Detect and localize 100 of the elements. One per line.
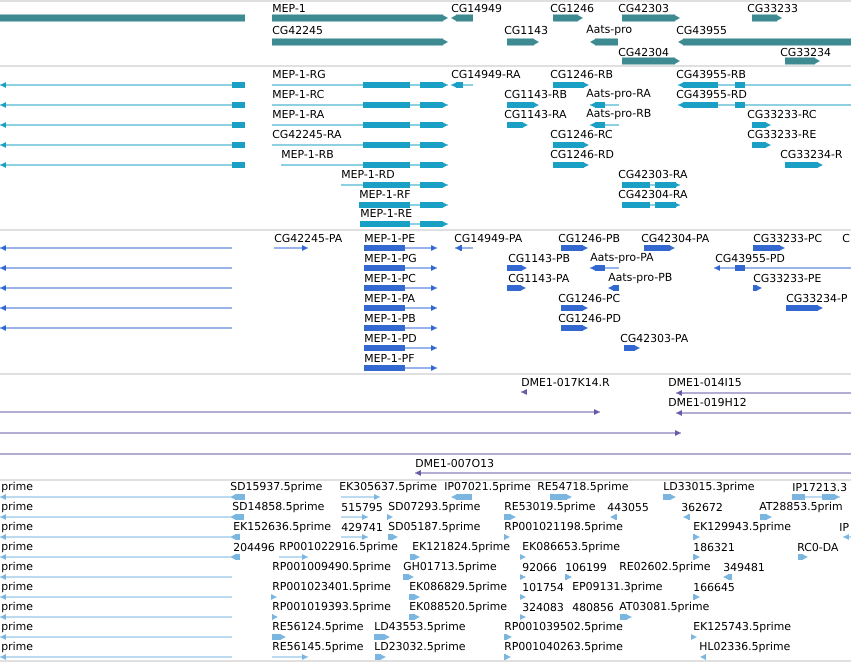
feature-label: IP17213.3 [793,482,846,492]
feature-label: MEP-1-PF [365,354,414,362]
feature-label: CG33234 [780,48,830,56]
feature-label: prime [2,522,32,532]
feature-label: CG1143-RA [504,110,566,118]
feature-label: CG33234-P [786,294,848,302]
feature-label: CG42304-PA [642,234,710,242]
feature-label: CG1143 [504,26,548,34]
feature-label: 349481 [724,562,764,572]
feature-label: CG42304 [618,48,668,56]
feature-label: EK086829.5prime [410,582,506,592]
feature-label: MEP-1-PD [365,334,416,342]
feature-label: CG14949-RA [452,70,520,78]
feature-label: prime [2,542,32,552]
feature-label: Aats-pro-RB [586,108,650,120]
feature-label: Aats-pro-PB [608,272,672,284]
feature-label: CG33233-PE [754,274,821,282]
feature-label: DME1-007O13 [416,458,494,468]
feature-label: MEP-1-PG [365,254,416,262]
feature-label: 106199 [566,562,606,572]
feature-label: DME1-019H12 [669,398,746,406]
feature-label: RE56124.5prime [273,622,363,632]
feature-label: DME1-017K14.R [522,378,610,386]
feature-label: CG33233 [748,4,798,12]
feature-label: RP001009490.5prime [273,562,390,572]
feature-label: CG33233-PC [754,234,822,242]
feature-label: MEP-1-RC [273,90,324,98]
feature-label: CG43955-PD [716,254,784,262]
feature-label: RE02602.5prime [620,562,710,572]
feature-label: MEP-1-PB [365,314,415,322]
feature-label: CG42303 [618,4,668,12]
feature-label: prime [2,562,32,572]
feature-label: MEP-1-RF [360,190,410,198]
feature-label: CG42245 [272,26,322,34]
feature-label: SD05187.5prime [388,522,480,532]
feature-label: EK129943.5prime [694,522,790,532]
feature-label: CG1246 [550,4,594,12]
feature-label: prime [2,482,32,492]
feature-label: CG1246-PB [558,234,620,242]
feature-label: LD23032.5prime [375,642,465,652]
feature-label: CG42245-RA [272,130,342,138]
feature-label: MEP-1-RA [273,110,324,118]
feature-label: IP [840,523,849,531]
feature-label: prime [2,622,32,632]
feature-label: CG1143-RB [504,90,566,98]
feature-label: RP001019393.5prime [273,602,390,612]
feature-label: MEP-1-RG [273,70,325,78]
feature-label: MEP-1-PC [365,274,416,282]
feature-label: CG1246-RB [550,70,612,78]
feature-label: RP001022916.5prime [280,542,398,552]
feature-label: SD07293.5prime [388,502,480,512]
feature-label: CG42245-PA [274,234,342,242]
feature-label: CG1246-PD [558,314,620,322]
feature-label: CG14949 [452,4,502,12]
feature-label: 480856 [572,602,614,612]
feature-label: SD14858.5prime [232,502,324,512]
feature-label: Aats-pro-PA [590,252,654,264]
feature-label: MEP-1-RE [361,209,412,217]
feature-label: EK121824.5prime [413,542,510,552]
feature-label: CG33233-RE [748,130,816,138]
feature-label: RC0-DA [798,542,838,552]
feature-label: EK088520.5prime [410,602,506,612]
feature-label: CG14949-PA [454,234,522,242]
feature-label: 324083 [523,602,563,612]
feature-label: RE56145.5prime [273,642,363,652]
feature-label: 443055 [608,502,648,512]
feature-label: 204496 [234,542,274,552]
feature-label: prime [2,582,32,592]
feature-label: CG1143-PA [508,274,570,282]
feature-label: 101754 [523,582,564,592]
feature-label: 429741 [342,522,382,532]
feature-label: LD43553.5prime [375,622,465,632]
feature-label: RP001040263.5prime [505,642,622,652]
feature-label: RE54718.5prime [538,482,628,492]
feature-label: AT03081.5prime [619,602,709,612]
feature-label: EK086653.5prime [523,542,620,552]
feature-label: prime [2,642,32,652]
feature-label: SD15937.5prime [230,482,322,492]
feature-label: CG33233-RC [748,110,816,118]
feature-label: AT28853.5prim [759,502,842,512]
feature-label: CG42303-PA [620,334,688,342]
feature-label: MEP-1 [273,4,305,12]
feature-label: 362672 [682,502,722,512]
feature-label: prime [2,602,32,612]
feature-label: CG1246-PC [558,294,620,302]
feature-label: prime [2,502,32,512]
feature-label: EK305637.5prime [340,482,436,492]
feature-label: IP07021.5prime [445,482,530,492]
feature-label: 515795 [342,502,382,512]
feature-label: HL02336.5prime [700,642,790,652]
feature-label: CG42303-RA [618,170,688,178]
feature-label: CG42304-RA [618,190,688,198]
feature-label: CG1143-PB [508,254,570,262]
feature-label: CG43955 [676,26,726,34]
feature-label: CG43955-RD [676,90,746,98]
feature-label: CG33234-R [780,150,842,158]
feature-label: EK152636.5prime [234,522,330,532]
feature-label: EP09131.3prime [573,582,662,592]
feature-label: Aats-pro-RA [586,88,651,100]
feature-label: MEP-1-PA [365,294,415,302]
